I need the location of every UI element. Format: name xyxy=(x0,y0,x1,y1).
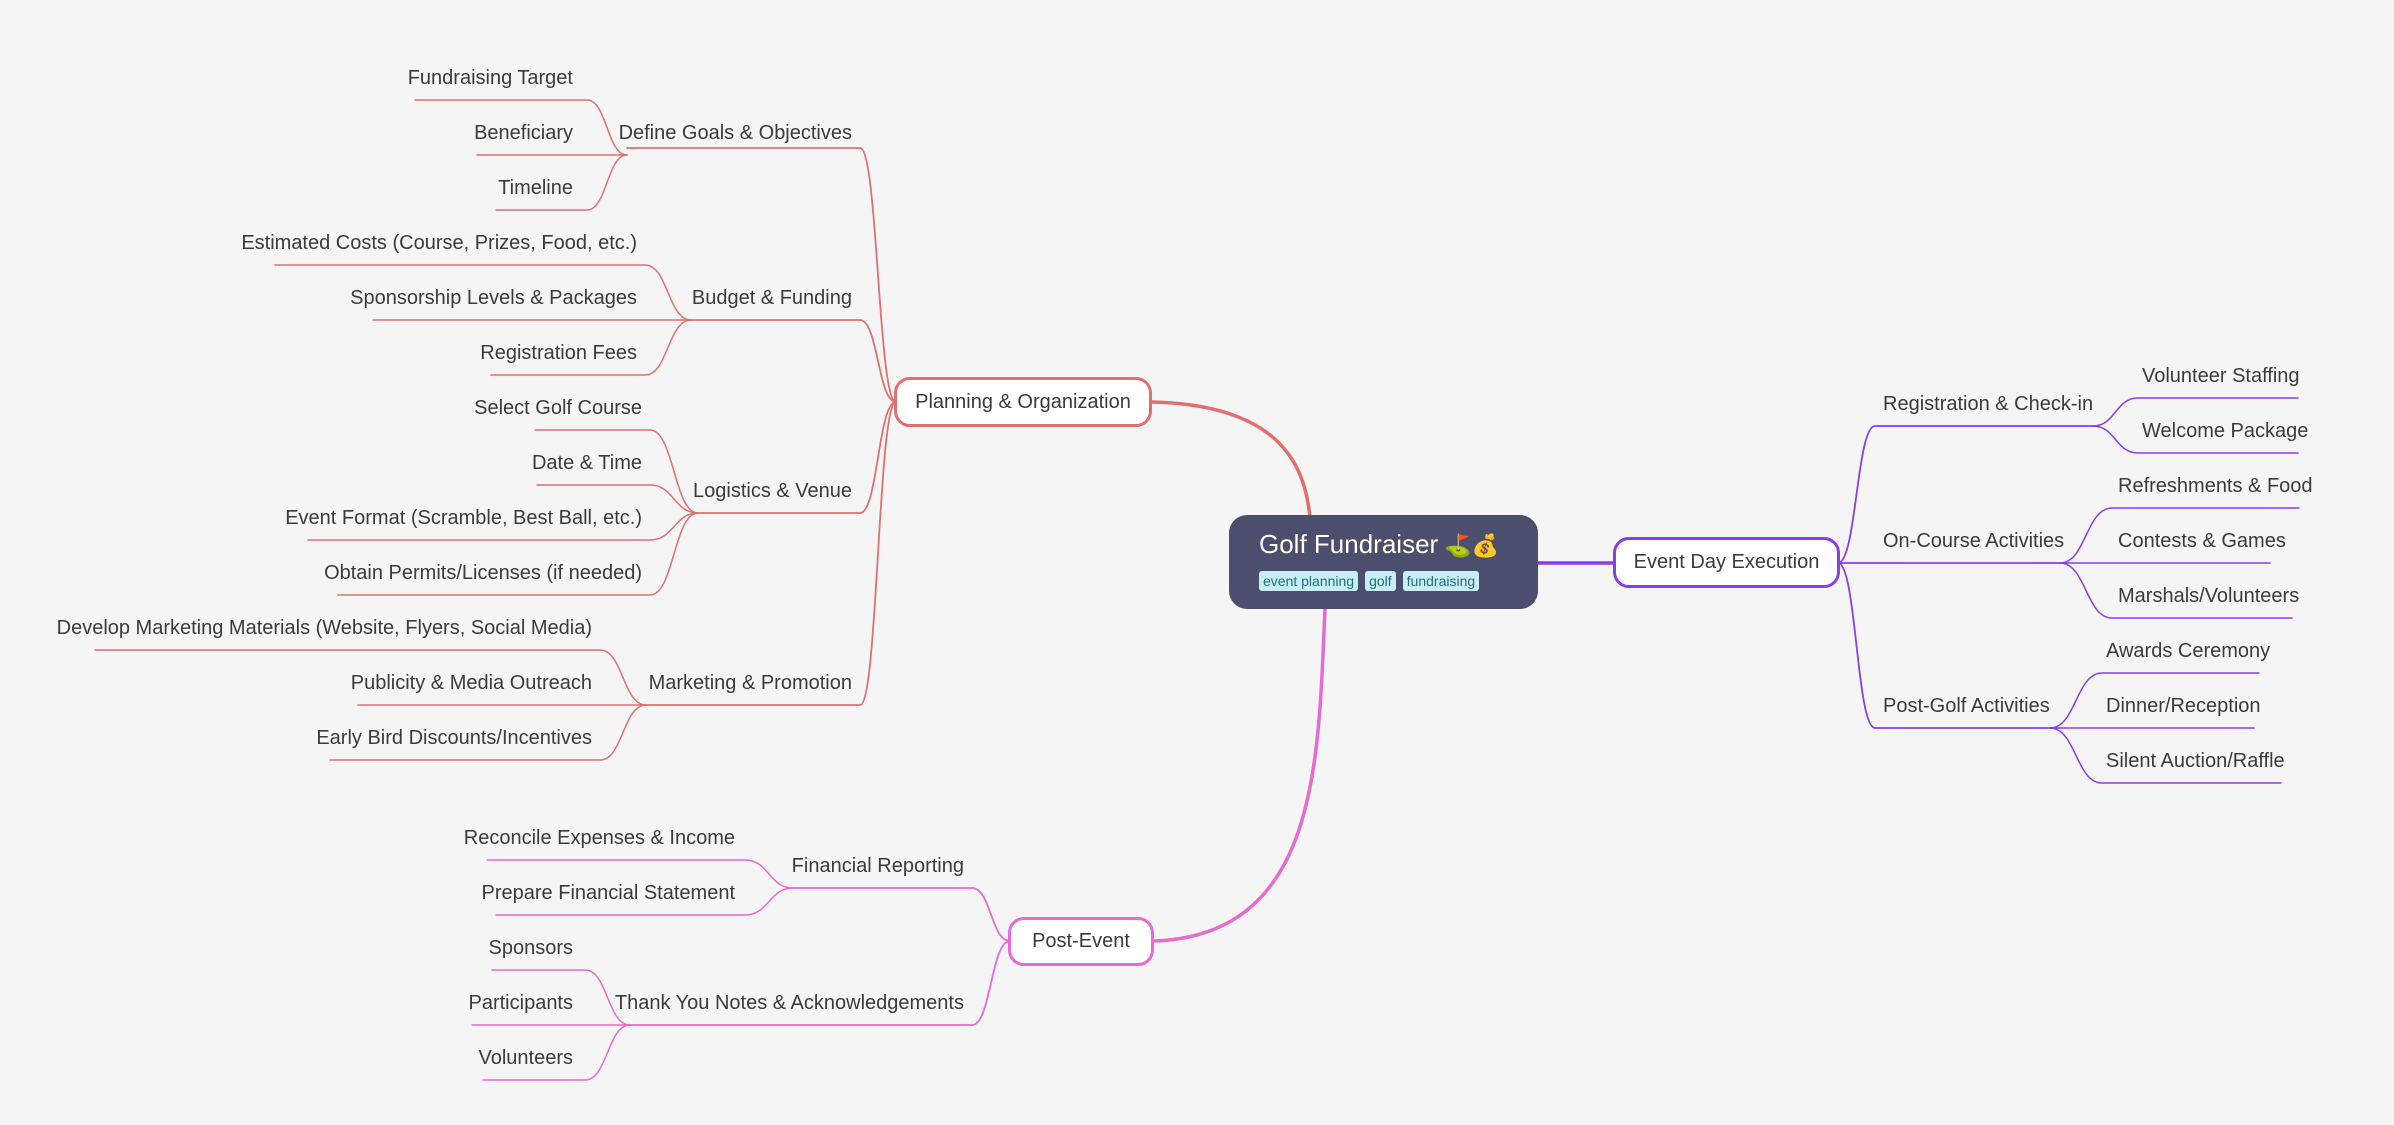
leaf-line-registration-1 xyxy=(2092,425,2299,454)
tag-list: event planning golf fundraising xyxy=(1259,571,1538,591)
leaf-early-bird[interactable]: Early Bird Discounts/Incentives xyxy=(316,727,592,749)
topic-post-golf-activities[interactable]: Post-Golf Activities xyxy=(1883,695,2050,717)
leaf-date-time[interactable]: Date & Time xyxy=(531,452,642,474)
leaf-line-goals-0 xyxy=(414,99,628,156)
leaf-line-logistics-1 xyxy=(536,484,699,514)
leaf-line-logistics-3 xyxy=(337,512,699,596)
leaf-line-postgolf-0 xyxy=(2049,672,2260,729)
leaf-line-oncourse-0 xyxy=(2059,507,2300,564)
branch-post-event-label: Post-Event xyxy=(1032,930,1130,952)
root-title-text: Golf Fundraiser xyxy=(1259,529,1439,559)
leaf-refreshments-food[interactable]: Refreshments & Food xyxy=(2118,475,2313,497)
leaf-registration-fees[interactable]: Registration Fees xyxy=(480,342,637,364)
branch-planning-label: Planning & Organization xyxy=(915,390,1131,413)
leaf-line-goals-2 xyxy=(495,154,628,211)
topic-define-goals[interactable]: Define Goals & Objectives xyxy=(618,122,852,144)
leaf-volunteer-staffing[interactable]: Volunteer Staffing xyxy=(2142,365,2300,387)
connector-post-thankyou xyxy=(971,940,1011,1026)
leaf-line-registration-0 xyxy=(2092,397,2299,427)
connector-root-post-event xyxy=(1152,607,1327,943)
leaf-line-postgolf-2 xyxy=(2049,727,2282,784)
branch-event-day-label: Event Day Execution xyxy=(1633,551,1820,573)
leaf-silent-auction[interactable]: Silent Auction/Raffle xyxy=(2106,750,2285,772)
connector-planning-budget xyxy=(859,319,897,403)
topic-financial-reporting[interactable]: Financial Reporting xyxy=(791,855,964,877)
leaf-publicity-outreach[interactable]: Publicity & Media Outreach xyxy=(350,672,592,694)
topic-on-course-activities[interactable]: On-Course Activities xyxy=(1883,530,2065,552)
tag-golf[interactable]: golf xyxy=(1365,571,1396,591)
topic-thank-you-notes[interactable]: Thank You Notes & Acknowledgements xyxy=(614,992,964,1014)
leaf-line-logistics-0 xyxy=(534,429,699,514)
golf-money-emoji-icon: ⛳💰 xyxy=(1444,533,1499,558)
leaf-marshals-volunteers[interactable]: Marshals/Volunteers xyxy=(2118,585,2300,607)
branch-planning-organization[interactable]: Planning & Organization xyxy=(894,377,1152,427)
leaf-line-financial-0 xyxy=(486,859,794,889)
leaf-select-golf-course[interactable]: Select Golf Course xyxy=(474,397,642,419)
leaf-reconcile-expenses[interactable]: Reconcile Expenses & Income xyxy=(463,827,735,849)
connector-post-financial xyxy=(971,887,1011,942)
connector-event-postgolf xyxy=(1837,562,2051,729)
leaf-event-format[interactable]: Event Format (Scramble, Best Ball, etc.) xyxy=(285,507,642,529)
root-node[interactable]: Golf Fundraiser⛳💰 event planning golf fu… xyxy=(1229,515,1538,609)
leaf-beneficiary[interactable]: Beneficiary xyxy=(474,122,573,144)
topic-budget-funding[interactable]: Budget & Funding xyxy=(691,287,852,309)
connector-planning-marketing xyxy=(859,401,897,706)
leaf-welcome-package[interactable]: Welcome Package xyxy=(2142,420,2309,442)
tag-fundraising[interactable]: fundraising xyxy=(1402,571,1480,591)
leaf-line-budget-2 xyxy=(490,319,692,376)
leaf-volunteers[interactable]: Volunteers xyxy=(478,1047,573,1069)
branch-event-day-execution[interactable]: Event Day Execution xyxy=(1613,537,1840,588)
leaf-line-thankyou-2 xyxy=(482,1024,631,1081)
root-title: Golf Fundraiser⛳💰 xyxy=(1259,527,1538,563)
leaf-participants[interactable]: Participants xyxy=(468,992,574,1014)
connector-event-registration xyxy=(1837,425,2094,564)
leaf-dinner-reception[interactable]: Dinner/Reception xyxy=(2106,695,2261,717)
leaf-line-marketing-2 xyxy=(329,704,647,761)
topic-registration-checkin[interactable]: Registration & Check-in xyxy=(1883,393,2094,415)
topic-marketing-promotion[interactable]: Marketing & Promotion xyxy=(648,672,852,694)
leaf-marketing-materials[interactable]: Develop Marketing Materials (Website, Fl… xyxy=(56,617,592,639)
leaf-sponsors[interactable]: Sponsors xyxy=(488,937,574,959)
connector-planning-logistics xyxy=(859,401,897,514)
leaf-line-thankyou-0 xyxy=(491,969,631,1026)
branch-post-event[interactable]: Post-Event xyxy=(1008,917,1154,966)
leaf-line-oncourse-2 xyxy=(2059,562,2293,619)
leaf-prepare-statement[interactable]: Prepare Financial Statement xyxy=(481,882,735,904)
leaf-timeline[interactable]: Timeline xyxy=(498,177,573,199)
leaf-sponsorship-levels[interactable]: Sponsorship Levels & Packages xyxy=(350,287,637,309)
topic-logistics-venue[interactable]: Logistics & Venue xyxy=(693,480,852,502)
leaf-awards-ceremony[interactable]: Awards Ceremony xyxy=(2106,640,2271,662)
leaf-obtain-permits[interactable]: Obtain Permits/Licenses (if needed) xyxy=(324,562,642,584)
leaf-line-financial-1 xyxy=(495,887,794,916)
tag-event-planning[interactable]: event planning xyxy=(1259,571,1359,591)
leaf-fundraising-target[interactable]: Fundraising Target xyxy=(407,67,573,89)
leaf-line-budget-0 xyxy=(274,264,692,321)
leaf-estimated-costs[interactable]: Estimated Costs (Course, Prizes, Food, e… xyxy=(241,232,637,254)
connector-root-planning xyxy=(1150,400,1312,519)
connector-planning-goals xyxy=(859,147,897,403)
leaf-line-logistics-2 xyxy=(307,512,699,541)
leaf-line-marketing-0 xyxy=(94,649,647,706)
leaf-contests-games[interactable]: Contests & Games xyxy=(2118,530,2286,552)
